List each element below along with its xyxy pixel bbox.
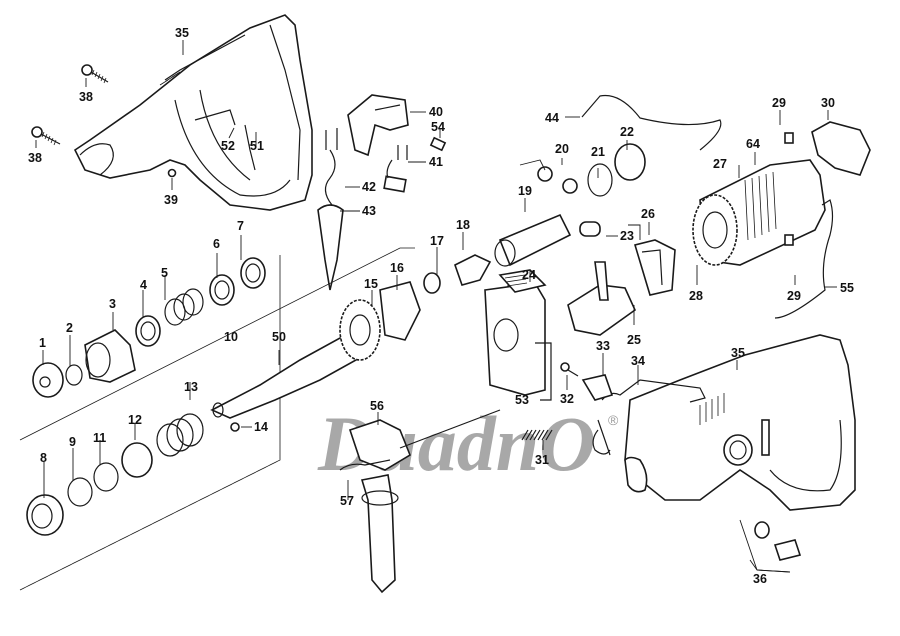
part-label-18: 18 bbox=[456, 218, 470, 232]
watermark-registered-mark: ® bbox=[608, 412, 619, 428]
part-label-35-top: 35 bbox=[175, 26, 189, 40]
assembly-axis-line-lower bbox=[19, 255, 281, 591]
part-label-23: 23 bbox=[620, 229, 634, 243]
assembly-axis-line bbox=[19, 247, 415, 441]
part-label-43: 43 bbox=[362, 204, 376, 218]
chuck-parts bbox=[32, 257, 266, 398]
part-label-19: 19 bbox=[518, 184, 532, 198]
housing-half-left bbox=[73, 14, 313, 211]
part-label-42: 42 bbox=[362, 180, 376, 194]
part-label-34: 34 bbox=[631, 354, 645, 368]
gear-housing bbox=[484, 269, 547, 396]
leader-lines bbox=[35, 40, 837, 573]
part-label-27: 27 bbox=[713, 157, 727, 171]
part-label-38-upper: 38 bbox=[79, 90, 93, 104]
screw-lower bbox=[31, 126, 61, 146]
part-label-10: 10 bbox=[224, 330, 238, 344]
washer-39 bbox=[167, 168, 177, 178]
part-label-26: 26 bbox=[641, 207, 655, 221]
part-label-41: 41 bbox=[429, 155, 443, 169]
part-label-28: 28 bbox=[689, 289, 703, 303]
lead-wire-55 bbox=[774, 199, 834, 319]
part-label-51: 51 bbox=[250, 139, 264, 153]
part-label-9: 9 bbox=[69, 435, 76, 449]
part-label-22: 22 bbox=[620, 125, 634, 139]
plate-33 bbox=[581, 374, 614, 401]
part-label-50: 50 bbox=[272, 330, 286, 344]
power-cord bbox=[317, 128, 344, 291]
part-label-16: 16 bbox=[390, 261, 404, 275]
part-label-54: 54 bbox=[431, 120, 445, 134]
part-label-56: 56 bbox=[370, 399, 384, 413]
intermediate-shaft bbox=[567, 261, 637, 336]
part-label-4: 4 bbox=[140, 278, 147, 292]
part-label-36: 36 bbox=[753, 572, 767, 586]
part-label-31: 31 bbox=[535, 453, 549, 467]
part-label-32: 32 bbox=[560, 392, 574, 406]
part-label-55: 55 bbox=[840, 281, 854, 295]
part-label-14: 14 bbox=[254, 420, 268, 434]
screw-upper bbox=[81, 64, 109, 84]
auxiliary-handle bbox=[339, 409, 501, 594]
part-label-11: 11 bbox=[93, 431, 106, 445]
part-label-39: 39 bbox=[164, 193, 178, 207]
part-label-1: 1 bbox=[39, 336, 46, 350]
part-label-12: 12 bbox=[128, 413, 142, 427]
screw-32 bbox=[560, 362, 579, 377]
housing-half-right bbox=[624, 334, 856, 511]
part-label-17: 17 bbox=[430, 234, 444, 248]
part-label-13: 13 bbox=[184, 380, 198, 394]
switch-assembly bbox=[347, 94, 447, 193]
part-label-64: 64 bbox=[746, 137, 760, 151]
part-label-40: 40 bbox=[429, 105, 443, 119]
part-label-6: 6 bbox=[213, 237, 220, 251]
part-label-52: 52 bbox=[221, 139, 235, 153]
part-label-20: 20 bbox=[555, 142, 569, 156]
gear-parts bbox=[339, 143, 646, 361]
part-label-29-bottom: 29 bbox=[787, 289, 801, 303]
part-label-33: 33 bbox=[596, 339, 610, 353]
part-label-2: 2 bbox=[66, 321, 73, 335]
part-label-57: 57 bbox=[340, 494, 354, 508]
part-label-21: 21 bbox=[591, 145, 605, 159]
spring-31 bbox=[521, 429, 553, 441]
part-label-30: 30 bbox=[821, 96, 835, 110]
part-label-8: 8 bbox=[40, 451, 47, 465]
part-label-44: 44 bbox=[545, 111, 559, 125]
part-label-7: 7 bbox=[237, 219, 244, 233]
lead-wire-44 bbox=[581, 94, 722, 151]
part-label-3: 3 bbox=[109, 297, 116, 311]
part-label-25: 25 bbox=[627, 333, 641, 347]
spindle-shaft bbox=[26, 334, 366, 536]
armature-motor bbox=[692, 121, 871, 266]
selector-knob-36 bbox=[754, 521, 802, 561]
fan-baffle bbox=[633, 239, 676, 296]
part-label-35-right: 35 bbox=[731, 346, 745, 360]
part-label-24: 24 bbox=[522, 268, 536, 282]
part-labels: 35 38 38 39 52 51 40 54 41 42 43 44 20 2… bbox=[28, 26, 854, 586]
part-label-53: 53 bbox=[515, 393, 529, 407]
part-label-38-lower: 38 bbox=[28, 151, 42, 165]
part-label-5: 5 bbox=[161, 266, 168, 280]
part-label-15: 15 bbox=[364, 277, 378, 291]
part-label-29-top: 29 bbox=[772, 96, 786, 110]
